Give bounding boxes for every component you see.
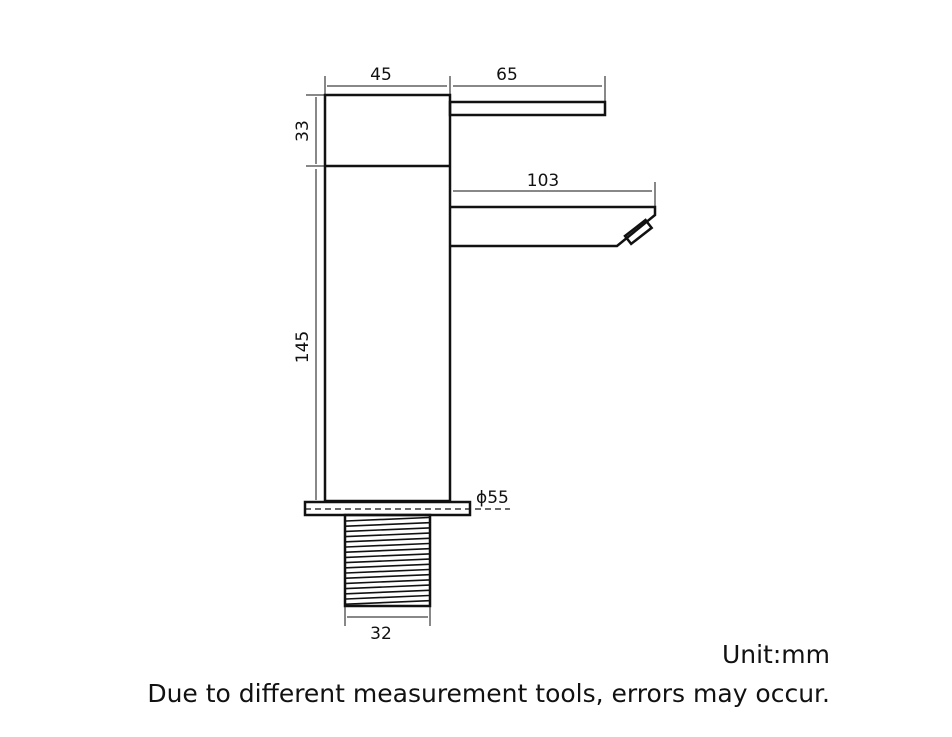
thread-line xyxy=(345,542,430,548)
thread-line xyxy=(345,532,430,538)
dim-body-height: 145 xyxy=(293,331,313,363)
faucet-outline xyxy=(303,93,657,608)
aerator xyxy=(623,218,654,246)
thread-line xyxy=(345,521,430,527)
disclaimer-text: Due to different measurement tools, erro… xyxy=(147,679,830,708)
thread-line xyxy=(345,599,430,605)
thread-line xyxy=(345,527,430,533)
dim-handle-height: 33 xyxy=(293,120,313,142)
thread-shank xyxy=(343,513,432,608)
thread-line xyxy=(345,594,430,600)
dim-thread-diameter: 32 xyxy=(370,624,392,644)
thread-line xyxy=(345,553,430,559)
dim-body-width: 45 xyxy=(370,65,392,85)
dim-spout-length: 103 xyxy=(527,171,559,191)
faucet-body xyxy=(323,93,452,503)
thread-line xyxy=(345,547,430,553)
thread-line xyxy=(345,584,430,590)
dim-handle-length: 65 xyxy=(496,65,518,85)
thread-line xyxy=(345,573,430,579)
thread-line xyxy=(345,563,430,569)
thread-line xyxy=(345,516,430,522)
thread-line xyxy=(345,568,430,574)
thread-line xyxy=(345,589,430,595)
handle-lever xyxy=(448,100,607,117)
thread-lines xyxy=(345,516,430,605)
thread-line xyxy=(345,537,430,543)
spout xyxy=(450,205,657,248)
unit-label: Unit:mm xyxy=(721,640,830,669)
thread-line xyxy=(345,579,430,585)
thread-line xyxy=(345,558,430,564)
dimension-lines xyxy=(306,76,656,626)
dim-base-diameter: ϕ55 xyxy=(476,488,509,508)
